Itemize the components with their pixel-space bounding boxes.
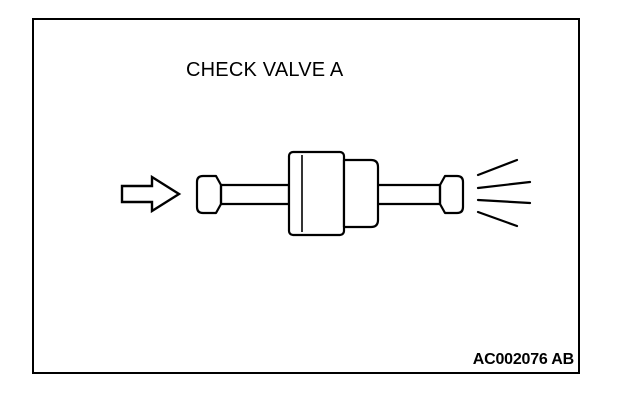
left-tube bbox=[211, 183, 291, 206]
right-tube bbox=[378, 183, 446, 206]
valve-body-step bbox=[342, 158, 380, 229]
check-valve-icon bbox=[195, 150, 465, 237]
left-hose-barb bbox=[195, 174, 223, 215]
right-hose-barb bbox=[438, 174, 465, 215]
figure-title: CHECK VALVE A bbox=[186, 59, 344, 81]
flow-direction-arrow-icon bbox=[120, 174, 182, 214]
figure-frame bbox=[32, 18, 580, 374]
valve-body-main bbox=[287, 150, 346, 237]
spray-lines-icon bbox=[476, 158, 532, 228]
figure-code: AC002076 AB bbox=[472, 351, 574, 368]
